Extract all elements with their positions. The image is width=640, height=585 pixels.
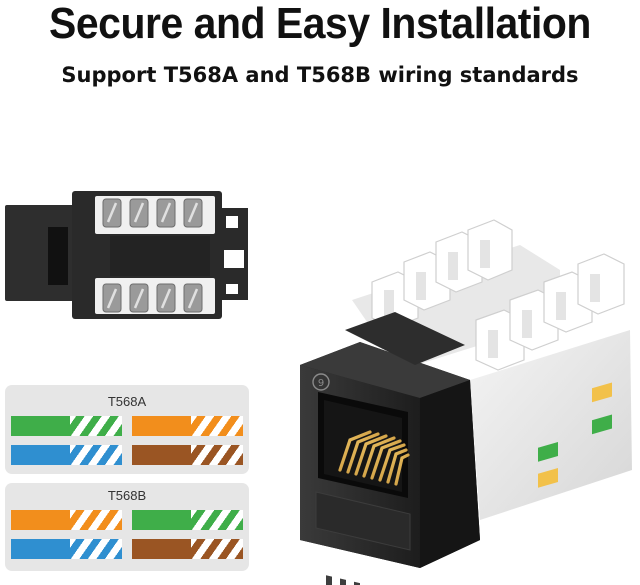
jack-top-view	[5, 191, 248, 319]
wire-pair-blue	[11, 539, 122, 559]
wire-pair-green	[132, 510, 243, 530]
wiring-standard-label: T568B	[107, 488, 147, 503]
page-title: Secure and Easy Installation	[49, 0, 591, 48]
wire-pair-blue	[11, 445, 122, 465]
wire-pair-brown	[132, 539, 243, 559]
wiring-panel-t568a: T568A	[5, 385, 249, 474]
jack-3d-view: 9	[300, 219, 632, 585]
wiring-standard-label: T568A	[107, 394, 147, 409]
wiring-panel-t568b: T568B	[5, 483, 249, 571]
wire-pair-brown	[132, 445, 243, 465]
wire-pair-orange	[11, 510, 122, 530]
wire-pair-orange	[132, 416, 243, 436]
circle-mark-label: 9	[318, 378, 324, 389]
page-subtitle: Support T568A and T568B wiring standards	[61, 63, 579, 87]
wire-pair-green	[11, 416, 122, 436]
